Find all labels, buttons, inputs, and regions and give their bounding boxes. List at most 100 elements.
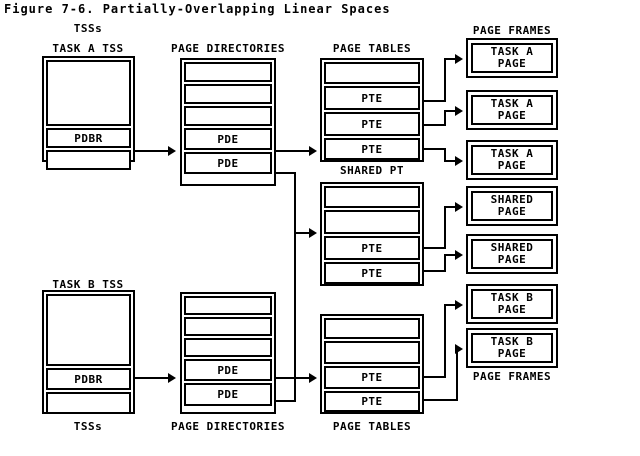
connector-pte-s2-entry bbox=[444, 254, 458, 256]
tss-group-label-top: TSSs bbox=[73, 22, 103, 35]
page-tables-label-top: PAGE TABLES bbox=[332, 42, 412, 55]
page-frame-line1: TASK A bbox=[490, 147, 534, 160]
page-frame-line1: TASK B bbox=[490, 291, 534, 304]
pde-cell-filled: PDE bbox=[184, 128, 272, 150]
task-a-tss-box: PDBR bbox=[42, 56, 135, 170]
pde-cell-filled: PDE bbox=[184, 359, 272, 381]
page-frame: TASK A PAGE bbox=[466, 90, 558, 130]
pde-cell bbox=[184, 62, 272, 82]
page-frame: TASK A PAGE bbox=[466, 38, 558, 78]
connector-pte-a2-riser bbox=[444, 110, 446, 124]
connector-pte-b1 bbox=[424, 376, 446, 378]
arrowhead-frame-7 bbox=[455, 344, 463, 354]
page-frame-line2: PAGE bbox=[497, 109, 527, 122]
pte-cell-filled: PTE bbox=[324, 112, 420, 136]
arrowhead-pdbr-b bbox=[168, 373, 176, 383]
arrowhead-pt-b bbox=[309, 373, 317, 383]
arrowhead-frame-4 bbox=[455, 202, 463, 212]
page-frame-line1: TASK A bbox=[490, 45, 534, 58]
connector-shared-trunk-into-spt bbox=[294, 232, 312, 234]
page-table-a-box: PTE PTE PTE bbox=[320, 58, 424, 162]
arrowhead-frame-1 bbox=[455, 54, 463, 64]
connector-shared-trunk-lower bbox=[294, 234, 296, 402]
connector-pte-s1 bbox=[424, 247, 446, 249]
pte-cell-filled: PTE bbox=[324, 262, 420, 284]
pte-cell bbox=[324, 318, 420, 339]
tss-cell bbox=[46, 294, 131, 366]
connector-pte-a2 bbox=[424, 124, 446, 126]
connector-pte-a2-entry bbox=[444, 110, 458, 112]
page-frame-line2: PAGE bbox=[497, 57, 527, 70]
pte-cell-filled: PTE bbox=[324, 86, 420, 110]
pde-cell bbox=[184, 317, 272, 336]
page-frame: TASK B PAGE bbox=[466, 328, 558, 368]
page-frame: TASK B PAGE bbox=[466, 284, 558, 324]
connector-pde-a2-out bbox=[276, 172, 296, 174]
task-a-tss-label: TASK A TSS bbox=[52, 42, 124, 55]
page-frame-line1: SHARED bbox=[490, 241, 534, 254]
arrowhead-frame-5 bbox=[455, 250, 463, 260]
pde-cell bbox=[184, 106, 272, 126]
page-frame-line1: TASK B bbox=[490, 335, 534, 348]
connector-pte-b2 bbox=[424, 399, 458, 401]
connector-shared-trunk-upper bbox=[294, 172, 296, 234]
task-b-tss-box: PDBR bbox=[42, 290, 135, 414]
page-directories-label-bottom: PAGE DIRECTORIES bbox=[171, 420, 285, 433]
connector-pte-s1-entry bbox=[444, 206, 458, 208]
page-frames-label-bottom: PAGE FRAMES bbox=[472, 370, 552, 383]
tss-cell bbox=[46, 392, 131, 414]
page-frame-line1: TASK A bbox=[490, 97, 534, 110]
page-tables-label-bottom: PAGE TABLES bbox=[332, 420, 412, 433]
arrowhead-pt-a bbox=[309, 146, 317, 156]
page-frame: TASK A PAGE bbox=[466, 140, 558, 180]
page-table-b-box: PTE PTE bbox=[320, 314, 424, 414]
pte-cell-filled: PTE bbox=[324, 366, 420, 389]
tss-cell bbox=[46, 60, 131, 126]
shared-pt-label: SHARED PT bbox=[339, 164, 405, 177]
pde-cell bbox=[184, 338, 272, 357]
arrowhead-frame-2 bbox=[455, 106, 463, 116]
pte-cell bbox=[324, 210, 420, 234]
page-directory-a-box: PDE PDE bbox=[180, 58, 276, 186]
pte-cell-filled: PTE bbox=[324, 236, 420, 260]
pte-cell bbox=[324, 62, 420, 84]
connector-pte-a1-entry bbox=[444, 58, 458, 60]
connector-pdbr-b-to-pd-b bbox=[135, 377, 171, 379]
pde-cell bbox=[184, 296, 272, 315]
page-directories-label-top: PAGE DIRECTORIES bbox=[171, 42, 285, 55]
page-frame-line2: PAGE bbox=[497, 303, 527, 316]
connector-pte-s2 bbox=[424, 270, 446, 272]
connector-pte-a1-riser bbox=[444, 58, 446, 100]
arrowhead-pdbr-a bbox=[168, 146, 176, 156]
tss-cell-pdbr: PDBR bbox=[46, 128, 131, 148]
page-frame-line1: SHARED bbox=[490, 193, 534, 206]
pte-cell-filled: PTE bbox=[324, 391, 420, 412]
connector-pde-b2-out bbox=[276, 400, 296, 402]
page-frame: SHARED PAGE bbox=[466, 186, 558, 226]
connector-pte-a3-riser bbox=[444, 148, 446, 162]
page-frame-line2: PAGE bbox=[497, 253, 527, 266]
page-frame-line2: PAGE bbox=[497, 347, 527, 360]
connector-pdbr-a-to-pd-a bbox=[135, 150, 171, 152]
tss-cell-pdbr: PDBR bbox=[46, 368, 131, 390]
arrowhead-frame-6 bbox=[455, 300, 463, 310]
shared-page-table-box: PTE PTE bbox=[320, 182, 424, 286]
arrowhead-frame-3 bbox=[455, 156, 463, 166]
connector-pte-b1-entry bbox=[444, 304, 458, 306]
connector-pte-a3-entry bbox=[444, 160, 458, 162]
figure-title: Figure 7-6. Partially-Overlapping Linear… bbox=[4, 2, 391, 16]
connector-pte-s1-riser bbox=[444, 206, 446, 247]
task-b-tss-label: TASK B TSS bbox=[52, 278, 124, 291]
pde-cell-filled: PDE bbox=[184, 383, 272, 406]
pde-cell bbox=[184, 84, 272, 104]
page-directory-b-box: PDE PDE bbox=[180, 292, 276, 414]
pte-cell bbox=[324, 186, 420, 208]
page-frame-line2: PAGE bbox=[497, 205, 527, 218]
pde-cell-filled: PDE bbox=[184, 152, 272, 174]
connector-pte-b1-riser bbox=[444, 304, 446, 376]
connector-pte-s2-riser bbox=[444, 254, 446, 270]
connector-pte-a1 bbox=[424, 100, 446, 102]
page-frames-label-top: PAGE FRAMES bbox=[472, 24, 552, 37]
connector-pde-b1-to-pt-b bbox=[276, 377, 312, 379]
